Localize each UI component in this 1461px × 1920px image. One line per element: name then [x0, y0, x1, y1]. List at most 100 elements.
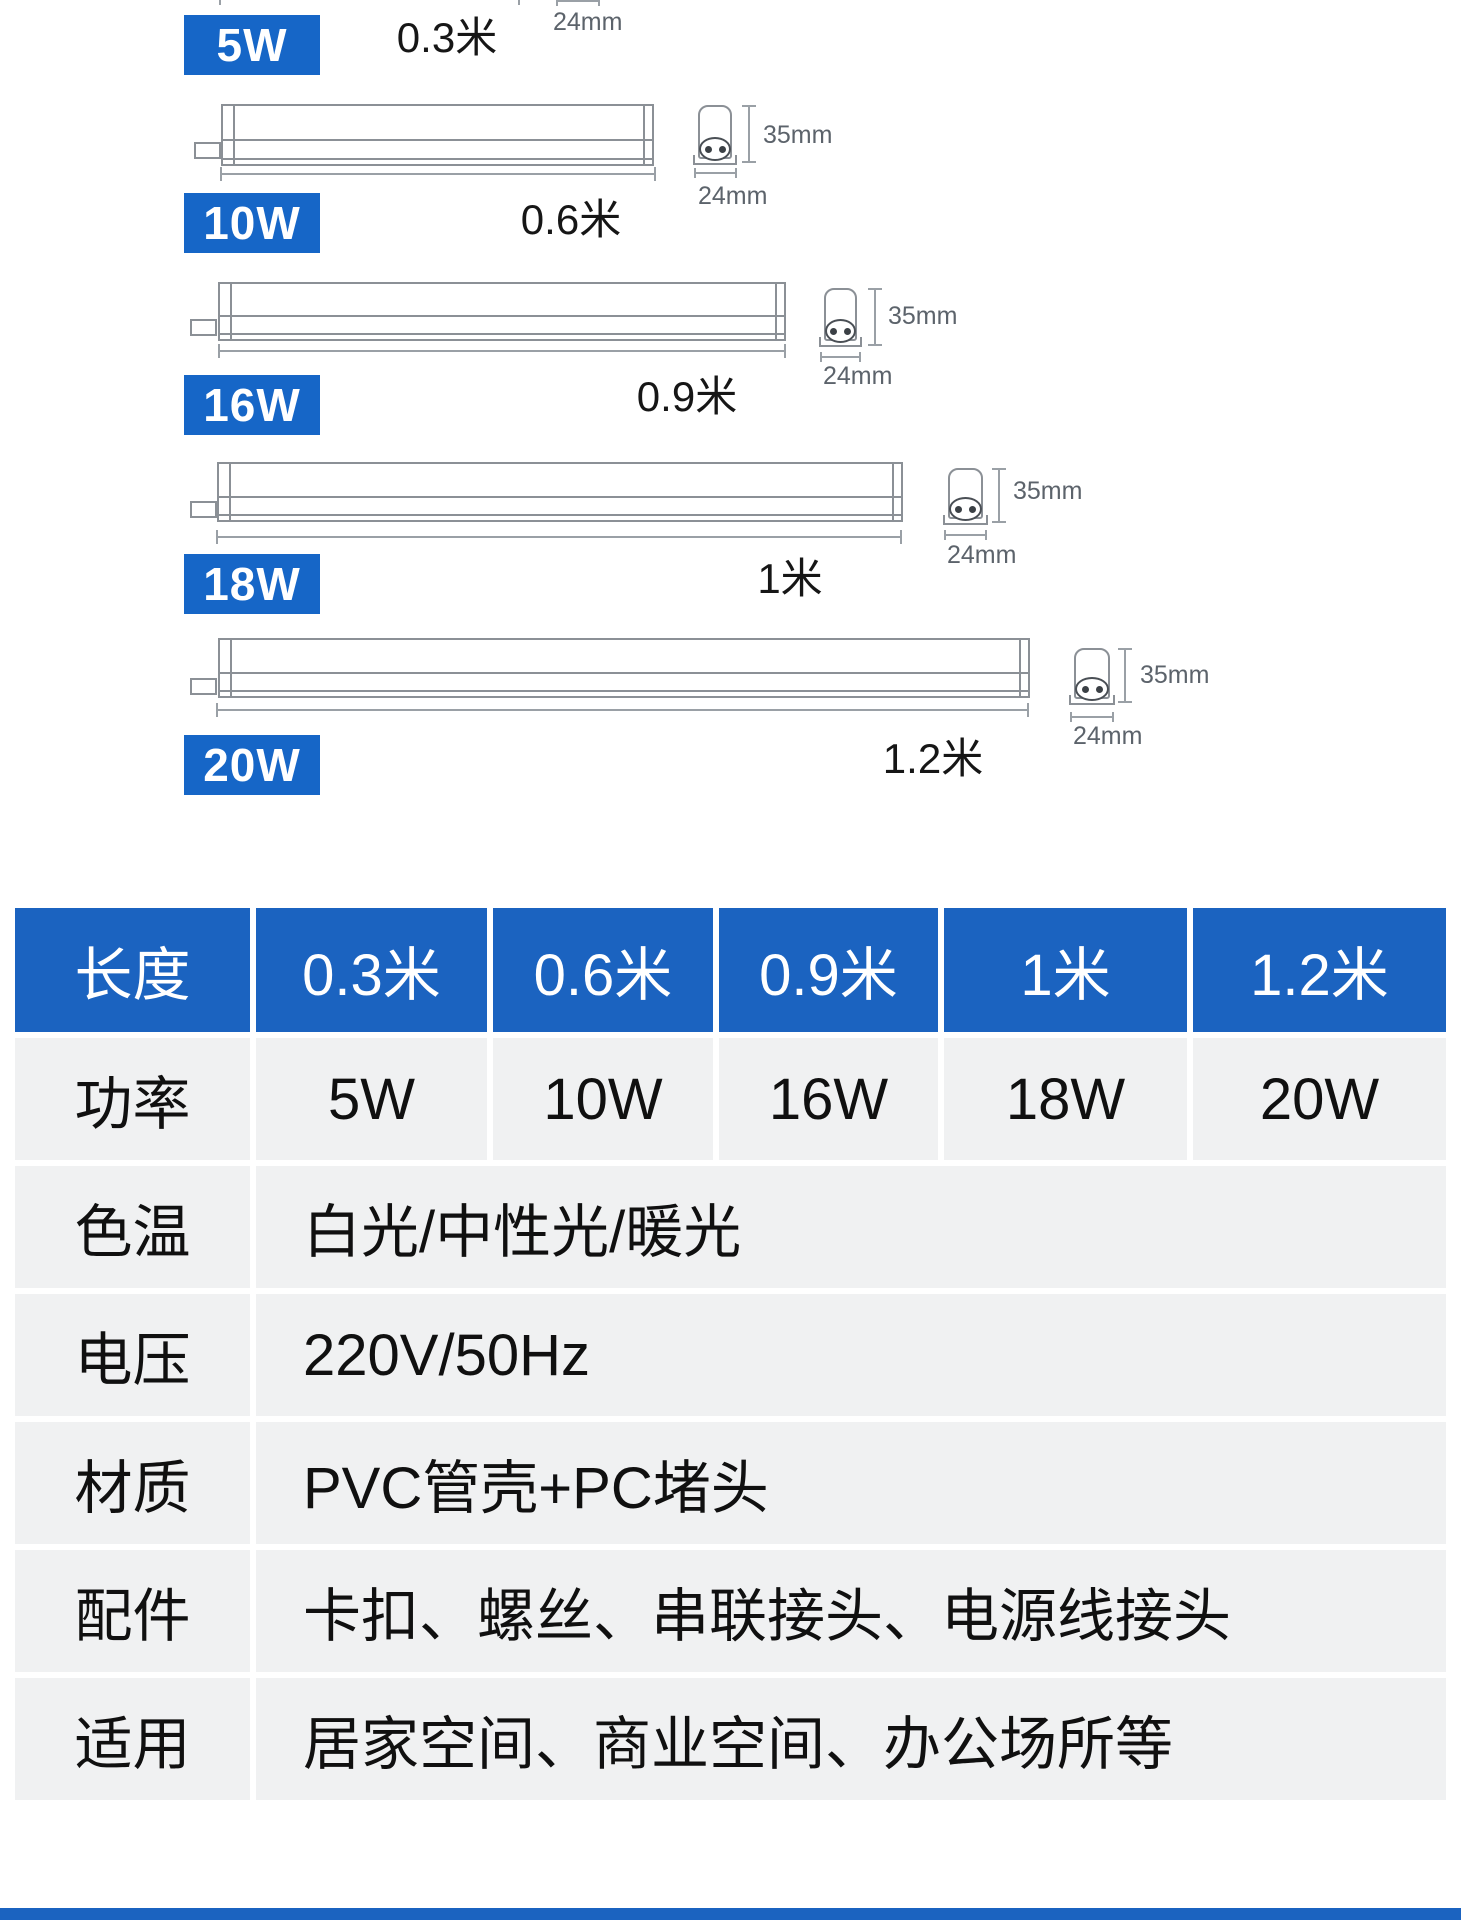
cap-height-label: 35mm — [888, 302, 958, 330]
tube-right-seam — [1019, 638, 1021, 698]
dimension-tick — [218, 344, 220, 358]
spec-value-cell: 10W — [493, 1038, 713, 1160]
tube-plug — [190, 319, 217, 336]
cap-height-label: 35mm — [1013, 477, 1083, 505]
socket-pin — [704, 145, 712, 153]
length-label: 0.6米 — [520, 196, 622, 243]
bottom-accent-bar — [0, 1908, 1461, 1920]
spec-header-cell: 0.3米 — [256, 908, 487, 1032]
dimension-cap — [742, 105, 756, 107]
length-dimension-line — [216, 709, 1029, 711]
length-label: 1米 — [757, 555, 823, 602]
socket-pin — [830, 327, 837, 335]
spec-row: 配件卡扣、螺丝、串联接头、电源线接头 — [15, 1550, 1446, 1672]
spec-value-cell: 18W — [944, 1038, 1187, 1160]
tube-mid-line — [217, 496, 903, 498]
cap-width-dimension-line — [820, 356, 861, 358]
dimension-tick — [219, 0, 221, 5]
tube-lower-line — [218, 333, 786, 335]
dimension-cap — [992, 521, 1006, 523]
spec-header-cell: 1.2米 — [1193, 908, 1446, 1032]
dimension-tick — [1070, 712, 1072, 722]
spec-value-cell: 16W — [719, 1038, 938, 1160]
spec-label-cell: 材质 — [15, 1422, 250, 1544]
tube-lower-line — [221, 158, 654, 160]
tube-right-seam — [643, 104, 645, 166]
cap-width-label: 24mm — [823, 362, 893, 390]
dimension-tick — [859, 352, 861, 362]
dimension-tick — [985, 530, 987, 540]
dimension-cap — [868, 344, 882, 346]
tube-left-seam — [230, 638, 232, 698]
dimension-tick — [900, 530, 902, 544]
height-dimension-line — [998, 468, 1000, 523]
cap-height-label: 35mm — [763, 121, 833, 149]
dimension-tick — [654, 167, 656, 181]
tube-mid-line — [221, 139, 654, 141]
spec-row: 适用居家空间、商业空间、办公场所等 — [15, 1678, 1446, 1800]
dimension-tick — [694, 168, 696, 178]
cap-width-dimension-line — [944, 534, 987, 536]
cap-width-label: 24mm — [553, 8, 623, 36]
spec-value-cell: 20W — [1193, 1038, 1446, 1160]
dimension-cap — [868, 288, 882, 290]
spec-value-cell: 居家空间、商业空间、办公场所等 — [256, 1678, 1446, 1800]
cap-width-dimension-line — [1070, 716, 1114, 718]
power-badge: 16W — [184, 375, 320, 435]
dimension-tick — [944, 530, 946, 540]
dimension-tick — [784, 344, 786, 358]
endcap-base — [943, 515, 988, 525]
length-dimension-line — [216, 536, 902, 538]
power-badge: 10W — [184, 193, 320, 253]
endcap-socket — [949, 497, 982, 521]
tube-drawing — [221, 104, 654, 166]
spec-header-cell: 0.6米 — [493, 908, 713, 1032]
dimension-tick — [518, 0, 520, 5]
tube-plug — [190, 678, 217, 695]
spec-value-cell: PVC管壳+PC堵头 — [256, 1422, 1446, 1544]
dimension-tick — [820, 352, 822, 362]
dimension-cap — [742, 161, 756, 163]
dimension-tick — [1027, 703, 1029, 717]
cap-height-label: 35mm — [1140, 661, 1210, 689]
dimension-tick — [1112, 712, 1114, 722]
cap-width-label: 24mm — [698, 182, 768, 210]
length-label: 1.2米 — [882, 735, 984, 782]
length-label: 0.3米 — [396, 14, 498, 61]
tube-right-seam — [775, 282, 777, 341]
spec-label-cell: 配件 — [15, 1550, 250, 1672]
dimension-cap — [1118, 648, 1132, 650]
endcap-socket — [699, 137, 731, 161]
spec-row: 色温白光/中性光/暖光 — [15, 1166, 1446, 1288]
dimension-tick — [556, 0, 558, 6]
height-dimension-line — [874, 288, 876, 346]
socket-pin — [718, 145, 726, 153]
spec-value-cell: 卡扣、螺丝、串联接头、电源线接头 — [256, 1550, 1446, 1672]
height-dimension-line — [1124, 648, 1126, 703]
spec-header-cell: 1米 — [944, 908, 1187, 1032]
cap-width-dimension-line — [556, 0, 600, 2]
length-label: 0.9米 — [636, 373, 738, 420]
dimension-cap — [992, 468, 1006, 470]
tube-left-seam — [230, 282, 232, 341]
height-dimension-line — [748, 105, 750, 163]
spec-value-cell: 白光/中性光/暖光 — [256, 1166, 1446, 1288]
tube-mid-line — [218, 315, 786, 317]
power-badge: 20W — [184, 735, 320, 795]
tube-lower-line — [218, 690, 1030, 692]
length-dimension-line — [220, 173, 656, 175]
endcap-base — [1069, 695, 1115, 705]
tube-mid-line — [218, 672, 1030, 674]
endcap-socket — [1075, 677, 1109, 701]
spec-label-cell: 色温 — [15, 1166, 250, 1288]
tube-drawing — [218, 638, 1030, 698]
cap-width-label: 24mm — [1073, 722, 1143, 750]
tube-plug — [194, 142, 221, 159]
